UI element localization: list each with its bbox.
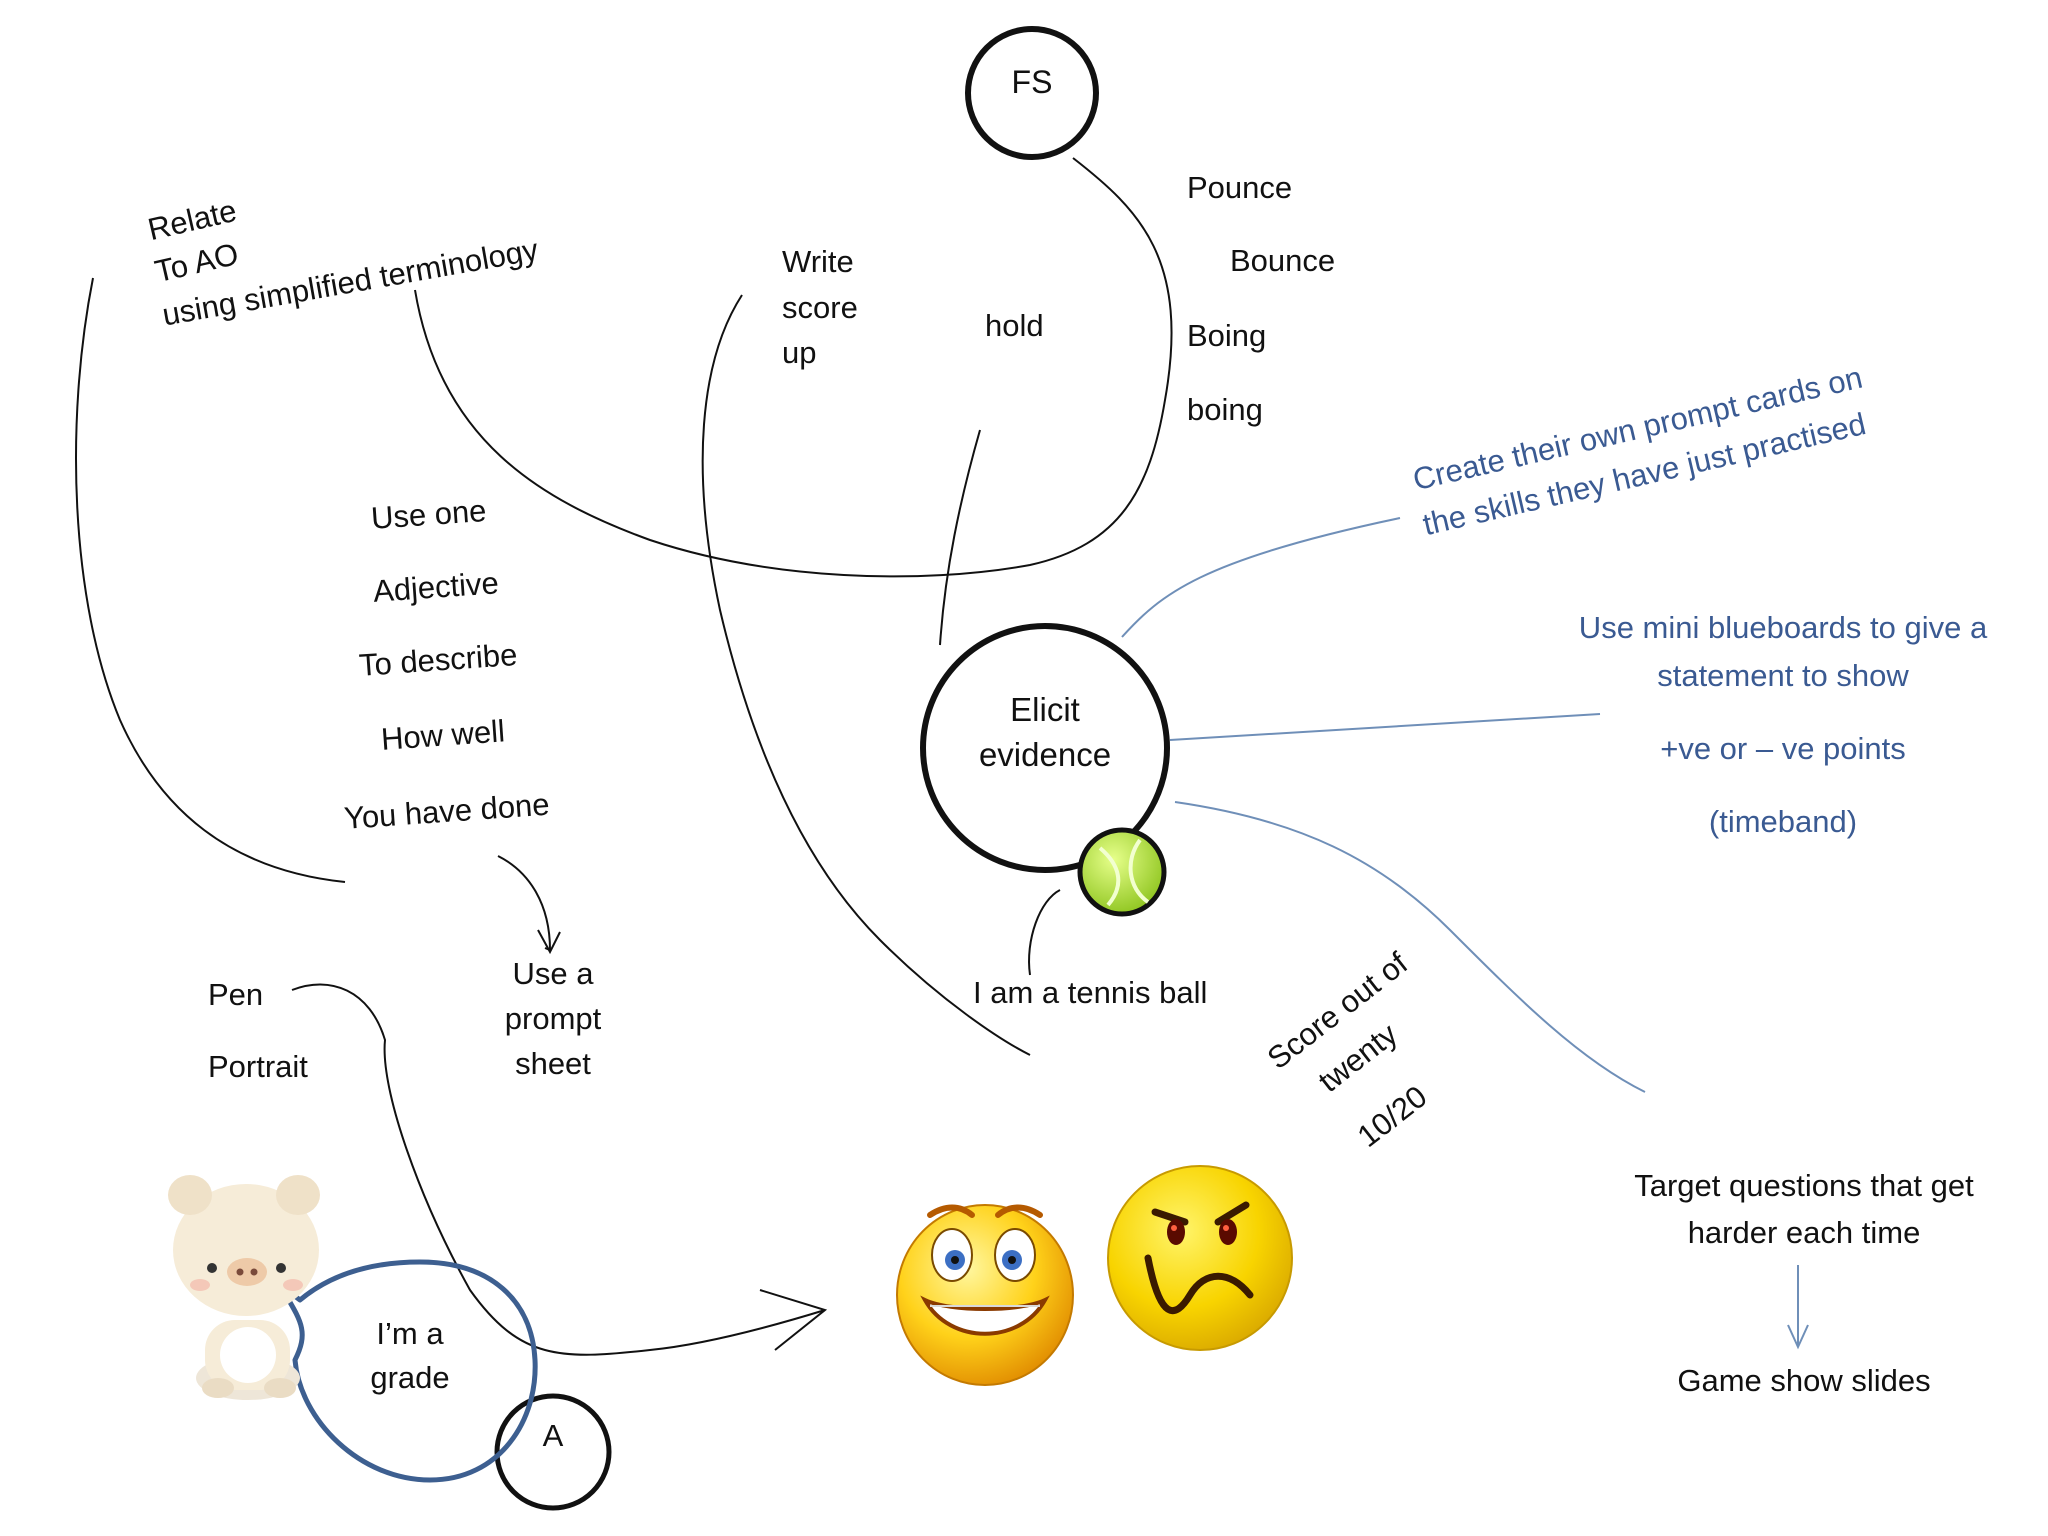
bounce-label: Bounce (1230, 243, 1336, 278)
blueboards-line3: +ve or – ve points (1660, 731, 1906, 766)
blue-connectors (1121, 517, 1809, 1350)
tennis-ball-label: I am a tennis ball (973, 975, 1208, 1010)
prompt-sheet-arrow (497, 855, 552, 952)
blueboards-line2: statement to show (1657, 658, 1909, 693)
blueboards-line1: Use mini blueboards to give a (1578, 610, 1988, 645)
speech-line1: I’m a (376, 1316, 444, 1351)
blueboards-connector (1169, 713, 1601, 741)
use-one-line4: How well (379, 713, 507, 757)
grinning-smiley-icon (896, 1204, 1074, 1386)
hold-label: hold (985, 308, 1044, 343)
game-show-label: Game show slides (1677, 1363, 1931, 1398)
pen-label: Pen (208, 977, 264, 1012)
fs-node[interactable] (965, 26, 1099, 160)
prompt-cards-connector (1121, 517, 1401, 638)
speech-line2: grade (370, 1360, 450, 1395)
target-line1: Target questions that get (1634, 1168, 1974, 1203)
pen-connector (291, 983, 826, 1356)
grade-a-node[interactable] (494, 1393, 612, 1511)
write-score-connector (701, 294, 1031, 1056)
pounce-label: Pounce (1187, 170, 1293, 205)
hold-connector (939, 429, 981, 646)
write-score-line3: up (782, 335, 817, 370)
game-show-arrow (1787, 1265, 1809, 1350)
target-questions-connector (1174, 801, 1646, 1093)
relate-connector (75, 277, 346, 883)
portrait-label: Portrait (208, 1049, 308, 1084)
use-one-line2: Adjective (371, 565, 500, 609)
tennis-ball-connector (1028, 889, 1061, 976)
boing-label: Boing (1187, 318, 1267, 353)
prompt-sheet-line1: Use a (512, 956, 594, 991)
boing-lower-label: boing (1187, 392, 1263, 427)
use-one-line1: Use one (369, 492, 488, 536)
blueboards-line4: (timeband) (1708, 804, 1858, 839)
elicit-label-line2: evidence (978, 736, 1112, 773)
pen-arrowhead (759, 1289, 828, 1351)
write-score-line2: score (782, 290, 858, 325)
elicit-label-line1: Elicit (1010, 691, 1080, 728)
speech-bubble (277, 1259, 538, 1483)
tennis-ball-icon (1077, 827, 1167, 917)
fs-node-label: FS (1011, 64, 1053, 100)
target-line2: harder each time (1687, 1215, 1921, 1250)
elicit-evidence-node[interactable] (920, 623, 1170, 873)
prompt-sheet-line2: prompt (504, 1001, 602, 1036)
write-score-line1: Write (782, 244, 854, 279)
fs-connector (414, 157, 1173, 578)
grumpy-smiley-icon (1107, 1165, 1293, 1351)
connectors (75, 157, 1173, 1356)
prompt-sheet-arrowhead (537, 929, 561, 955)
pig-icon (168, 1175, 320, 1400)
prompt-sheet-line3: sheet (515, 1046, 591, 1081)
grade-a-label: A (542, 1418, 564, 1453)
